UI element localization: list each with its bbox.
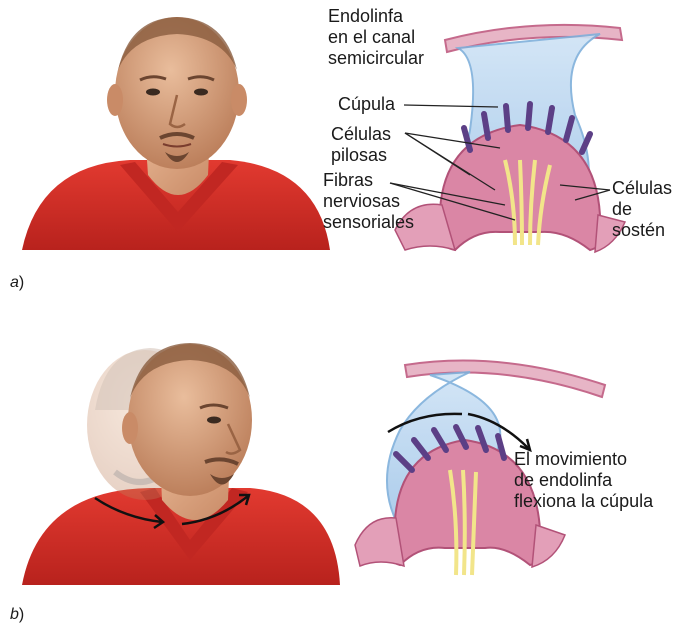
- eye-b: [207, 417, 221, 424]
- eye-left-a: [146, 89, 160, 96]
- label-hair-cells: Células pilosas: [331, 124, 391, 166]
- panel-paren-a: ): [19, 274, 24, 291]
- support-cells-left-b: [355, 518, 404, 566]
- person-a: [22, 17, 330, 250]
- ear-right-a: [231, 84, 247, 116]
- person-b: [22, 343, 340, 585]
- panel-letter-a: a: [10, 274, 19, 291]
- label-endolymph: Endolinfa en el canal semicircular: [328, 6, 424, 69]
- ear-left-a: [107, 84, 123, 116]
- label-support-cells: Células de sostén: [612, 178, 672, 241]
- panel-label-b: b): [10, 606, 24, 624]
- eye-right-a: [194, 89, 208, 96]
- label-nerve-fibers: Fibras nerviosas sensoriales: [323, 170, 414, 233]
- panel-label-a: a): [10, 274, 24, 292]
- ear-b: [122, 412, 138, 444]
- panel-paren-b: ): [19, 606, 24, 623]
- support-cells-right-b: [532, 525, 565, 567]
- label-movement: El movimiento de endolinfa flexiona la c…: [514, 449, 653, 512]
- label-cupula: Cúpula: [338, 94, 395, 115]
- panel-letter-b: b: [10, 606, 19, 623]
